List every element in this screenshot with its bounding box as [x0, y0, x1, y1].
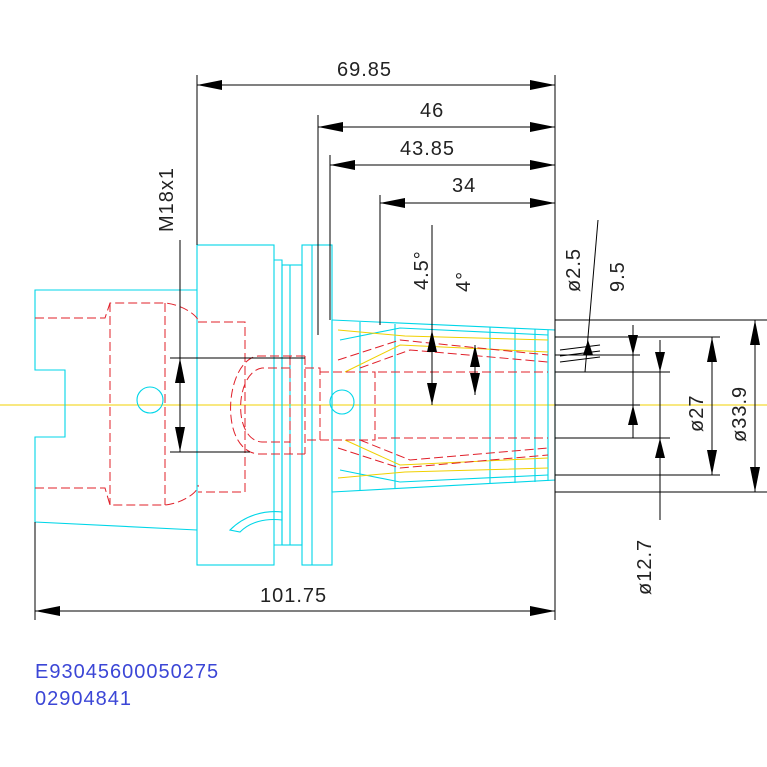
collet-center-lines: [337, 329, 549, 479]
dim-dia-small-label: ø2.5: [563, 248, 585, 292]
dim-length-small-label: 9.5: [607, 261, 629, 292]
dim-dia-33-9-label: ø33.9: [729, 386, 751, 442]
hidden-lines: [35, 302, 549, 506]
dim-34-label: 34: [452, 175, 476, 197]
dim-taper-outer-label: 4.5°: [411, 250, 433, 290]
part-code: E93045600050275: [35, 661, 219, 683]
dim-46-label: 46: [420, 100, 444, 122]
tool-holder-outline: [34, 244, 556, 566]
dimension-lines: [34, 75, 767, 620]
part-number: 02904841: [35, 688, 132, 710]
dim-dia-27-label: ø27: [686, 395, 708, 432]
dim-43-85-label: 43.85: [400, 138, 455, 160]
dim-dia-12-7-label: ø12.7: [634, 539, 656, 595]
dim-101-75-label: 101.75: [260, 585, 327, 607]
dim-69-85-label: 69.85: [337, 59, 392, 81]
dim-thread-label: M18x1: [156, 167, 178, 232]
dim-taper-inner-label: 4°: [453, 271, 475, 292]
